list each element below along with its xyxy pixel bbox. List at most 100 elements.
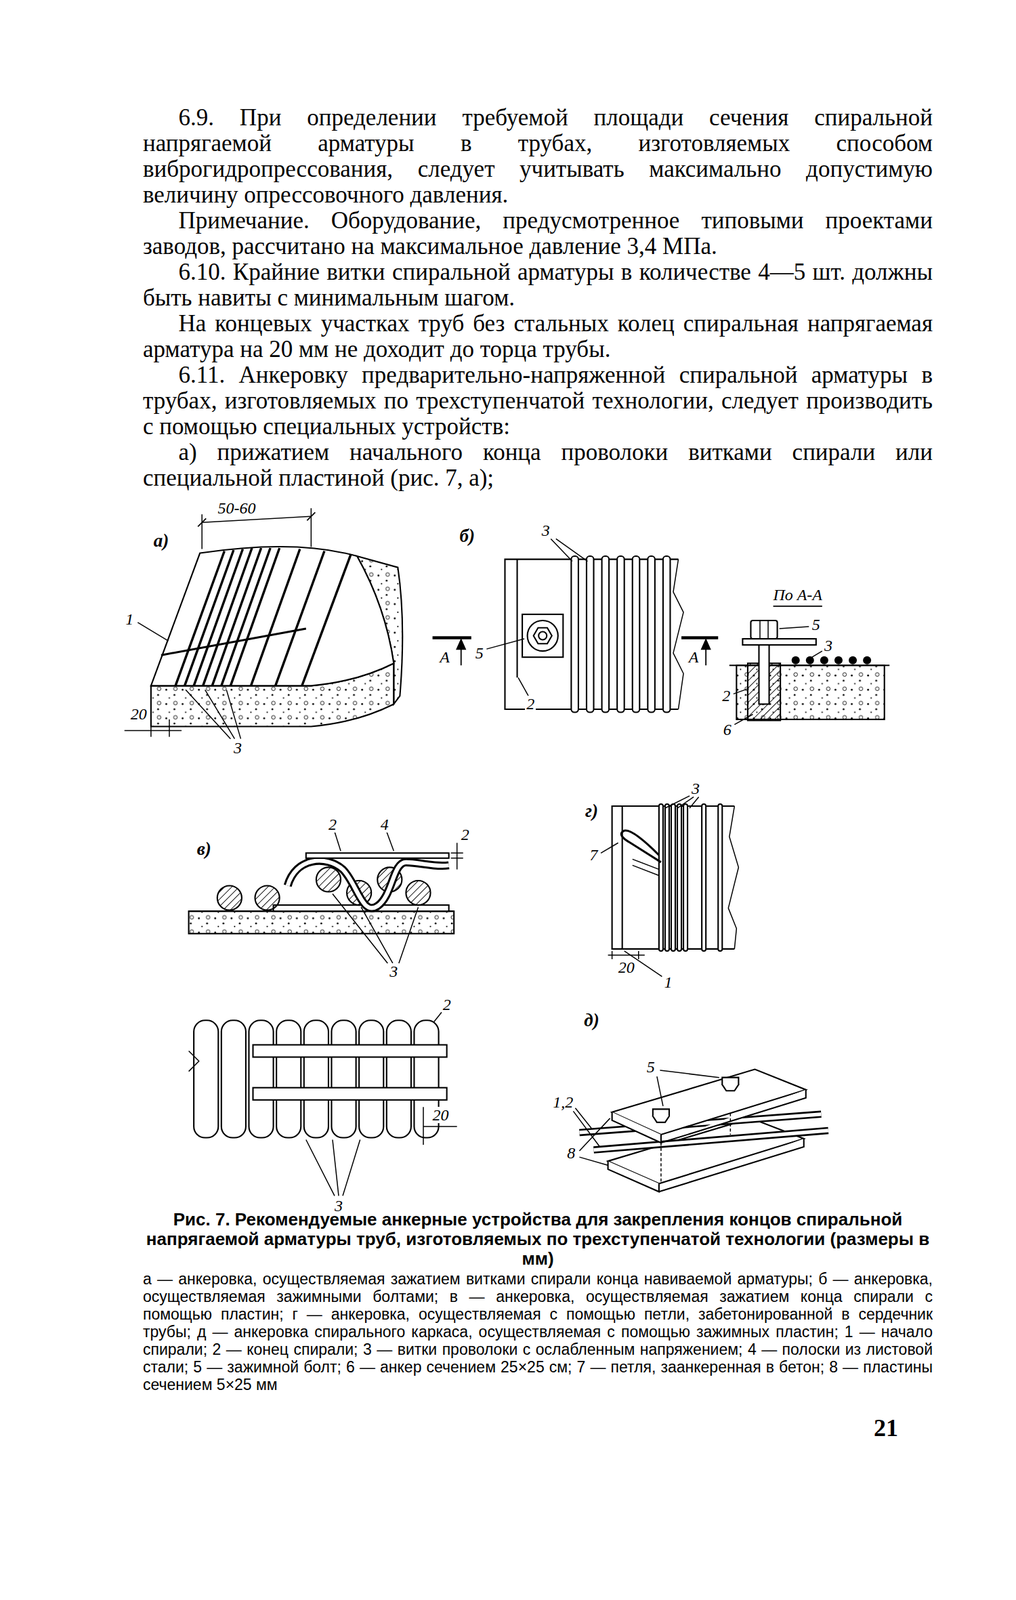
figure-v-plan-part-part (331, 1020, 356, 1138)
figure-v-section-part (332, 894, 419, 964)
callout-number: 4 (379, 816, 391, 833)
section-a-a-part (758, 640, 769, 704)
figure-a-part-part (250, 549, 300, 687)
figure-v-section-part (306, 852, 450, 859)
figure-v-plan-part-part (248, 1020, 273, 1138)
section-a-a-part (779, 626, 810, 629)
callout-number: 5 (810, 616, 822, 633)
figure-v-section-part-part (255, 885, 280, 911)
callout-number: 1 (662, 974, 674, 991)
figure-v-section-part (334, 831, 341, 852)
figure-letter: в) (195, 839, 213, 859)
figure-letter: а) (152, 531, 171, 550)
figure-letter: г) (583, 801, 600, 821)
figure-caption-block: Рис. 7. Рекомендуемые анкерные устройств… (142, 1209, 933, 1394)
figure-b-part (522, 614, 563, 658)
section-a-a-part-part (806, 656, 815, 665)
figure-a-part (151, 546, 394, 686)
callout-number: 2 (327, 816, 338, 833)
callout-number: 2 (459, 826, 471, 843)
figure-d-part (661, 1112, 731, 1184)
figure-v-section-part (188, 911, 455, 934)
section-a-a-part-part (820, 656, 829, 665)
figure-b-part (457, 640, 710, 650)
callout-number: 7 (588, 846, 600, 863)
figure-a (124, 508, 403, 739)
body-paragraph: 6.11. Анкеровку предварительно-напряженн… (142, 362, 933, 440)
callout-number: 3 (232, 739, 244, 756)
figure-b-part (518, 677, 529, 696)
callout-number: 3 (333, 1197, 345, 1214)
figure-v-plan-part-part (221, 1020, 246, 1138)
figure-d (573, 1069, 829, 1193)
figure-g-part-part (677, 803, 682, 951)
figure-v-section-part-part (405, 880, 431, 905)
figure-b-part (527, 620, 559, 651)
figure-b-part-part (632, 556, 641, 712)
callout-number: А (438, 648, 452, 666)
figure-a-part-part (302, 554, 351, 686)
figure-v-section-part (287, 860, 450, 909)
section-a-a-part (734, 713, 753, 725)
figure-g-part-part (717, 803, 723, 951)
callout-number: 1 (123, 610, 135, 628)
figure-v-section-part (287, 860, 450, 909)
figure-d-part (579, 1118, 610, 1166)
callout-number: 5 (645, 1058, 657, 1075)
section-a-a-part (791, 656, 872, 665)
figure-v-plan-part-part (304, 1020, 329, 1138)
figure-b-part-part (663, 556, 671, 712)
figure-letter: б) (458, 526, 477, 545)
section-a-a (729, 606, 890, 725)
section-a-a-part-part (834, 656, 843, 665)
figure-v-section-part-part (217, 885, 242, 911)
section-a-a-part (733, 688, 748, 695)
callout-number: 50-60 (216, 499, 257, 517)
figure-b-part (461, 646, 706, 666)
body-paragraph: Примечание. Оборудование, предусмотренно… (142, 207, 933, 260)
figure-a-part (185, 689, 241, 739)
figure-v-plan-part (188, 1050, 200, 1071)
figure-a-part (175, 547, 351, 686)
figure-b-part-part (647, 556, 655, 712)
figure-g (600, 795, 739, 977)
page-number: 21 (873, 1415, 899, 1441)
callout-number: 1,2 (551, 1093, 575, 1111)
body-paragraph: На концевых участках труб без стальных к… (142, 310, 933, 363)
figure-g-part (659, 803, 723, 951)
figure-v-plan-part (433, 1011, 442, 1023)
figure-d-part (573, 1108, 600, 1147)
figure-a-part-part (275, 551, 325, 687)
figure-b-part-part (602, 556, 610, 712)
figure-v-plan-part-part (276, 1020, 301, 1138)
figure-b-part-part (586, 556, 595, 712)
figure-b (432, 538, 719, 712)
callout-number: 3 (690, 780, 702, 797)
figure-letter: д) (582, 1011, 601, 1030)
figure-d-part (594, 1130, 829, 1151)
figure-b-part (538, 631, 547, 641)
figure-b-part (533, 627, 553, 644)
figure-v-section-part (386, 831, 395, 852)
figure-a-part-part (221, 547, 271, 686)
figure-g-part-part (665, 803, 670, 951)
callout-number: 5 (474, 644, 485, 662)
figure-g-part (621, 806, 624, 949)
callout-number: 3 (822, 637, 834, 654)
figure-caption: Рис. 7. Рекомендуемые анкерные устройств… (142, 1209, 933, 1269)
figure-b-part (550, 538, 588, 561)
callout-number: 20 (617, 959, 637, 976)
callout-number: 20 (431, 1106, 451, 1124)
callout-number: 2 (720, 687, 732, 704)
figure-b-part (486, 638, 525, 649)
figure-g-part (728, 806, 739, 949)
figure-v-plan-part (306, 1139, 361, 1197)
section-a-a-part-part (848, 656, 857, 665)
body-paragraph: 6.9. При определении требуемой площади с… (142, 104, 933, 208)
figure-v-section-part (451, 842, 464, 870)
figure-g-part-part (659, 803, 664, 951)
section-a-a-part (759, 620, 769, 639)
caption-legend-text: а — анкеровка, осуществляемая зажатием в… (142, 1270, 933, 1394)
figure-d-part (612, 1089, 807, 1143)
figure-v-plan-part (193, 1020, 439, 1138)
